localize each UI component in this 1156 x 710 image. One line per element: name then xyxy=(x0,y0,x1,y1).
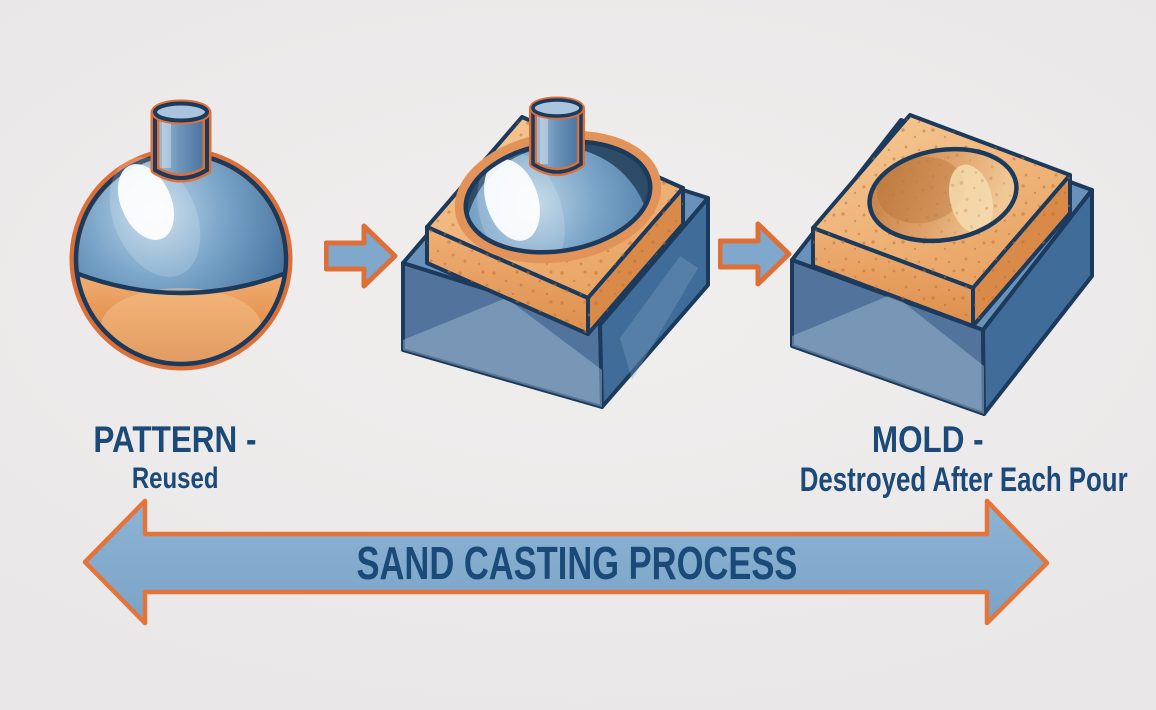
sphere-highlight-soft xyxy=(109,157,201,277)
flask-with-pattern-illustration xyxy=(401,96,710,409)
step-arrow-icon xyxy=(718,221,792,287)
box-side-sheen xyxy=(620,256,698,380)
sand-speckles xyxy=(813,115,1070,326)
sand-mold-illustration xyxy=(790,113,1094,416)
double-headed-arrow-banner xyxy=(82,498,1050,626)
pattern-caption-subtitle: Reused xyxy=(131,462,219,495)
mold-caption-title: MOLD - xyxy=(872,419,984,460)
mold-caption: MOLD - Destroyed After Each Pour xyxy=(748,418,1128,498)
pattern-caption: PATTERN - Reused xyxy=(30,418,320,496)
box-sheen xyxy=(792,294,984,414)
pattern-ball-illustration xyxy=(69,99,293,371)
pattern-caption-title: PATTERN - xyxy=(93,419,257,460)
sphere-highlight xyxy=(117,164,175,240)
mold-caption-subtitle: Destroyed After Each Pour xyxy=(799,461,1128,499)
step-arrow-icon xyxy=(324,223,398,289)
sprue xyxy=(529,96,585,176)
pattern-sphere xyxy=(69,147,293,371)
box-sheen xyxy=(403,298,602,407)
sprue-knob xyxy=(150,99,212,183)
mold-cavity xyxy=(867,146,1019,244)
